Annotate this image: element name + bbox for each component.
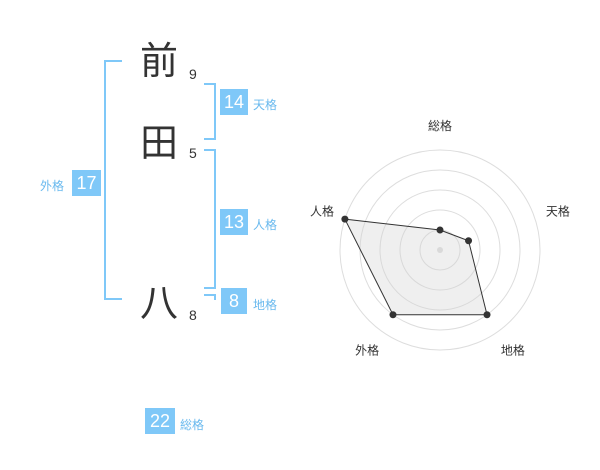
radar-axis-label-1: 天格 (546, 204, 570, 219)
gaikaku-value: 17 (72, 170, 101, 196)
tenkaku-value: 14 (220, 89, 248, 115)
radar-ring-2 (399, 209, 481, 291)
chikaku-label: 地格 (253, 298, 278, 312)
gaikaku-label: 外格 (40, 179, 65, 193)
name-char-2: 田 (140, 121, 179, 165)
radar-axis-label-0: 総格 (428, 118, 452, 133)
radar-point-2 (483, 311, 491, 319)
radar-axis-label-3: 外格 (355, 342, 379, 357)
radar-axis-label-2: 地格 (501, 342, 525, 357)
chikaku-value: 8 (221, 288, 247, 314)
name-char-1: 前 (140, 39, 179, 83)
radar-center (437, 247, 443, 253)
radar-point-3 (389, 311, 397, 319)
radar-point-1 (465, 237, 473, 245)
tenkaku-bracket (204, 83, 216, 140)
radar-point-0 (436, 226, 444, 234)
stroke-count-1: 9 (189, 66, 197, 82)
tenkaku-label: 天格 (253, 98, 278, 112)
stroke-count-3: 8 (189, 307, 197, 323)
jinkaku-label: 人格 (253, 218, 278, 232)
radar-axis-label-4: 人格 (310, 204, 334, 219)
jinkaku-value: 13 (220, 209, 248, 235)
radar-point-4 (341, 215, 349, 223)
chikaku-bracket (204, 294, 216, 300)
jinkaku-bracket (204, 149, 216, 289)
radar-series-polygon (344, 218, 488, 316)
name-char-3: 八 (140, 281, 179, 325)
gaikaku-bracket (104, 60, 122, 300)
radar-ring-3 (379, 189, 501, 311)
soukaku-value: 22 (145, 408, 175, 434)
soukaku-label: 総格 (180, 418, 205, 432)
stroke-count-2: 5 (189, 145, 197, 161)
